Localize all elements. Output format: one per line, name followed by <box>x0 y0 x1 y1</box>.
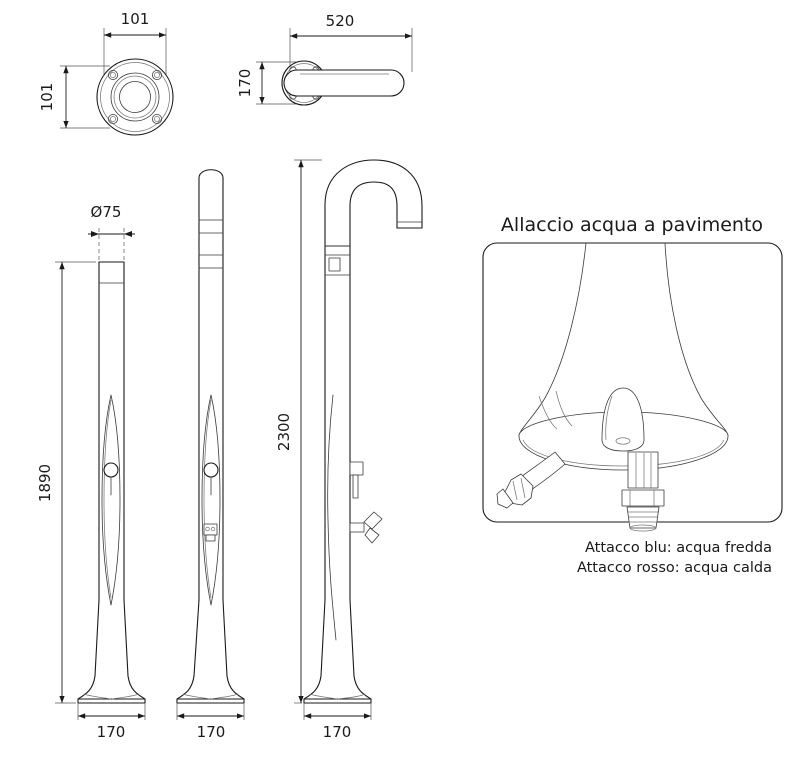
shower-arm-top-view <box>256 28 413 106</box>
inset-caption-hot: Attacco rosso: acqua calda <box>577 560 772 576</box>
dim-base-middle: 170 <box>197 723 226 741</box>
dim-arm-length: 520 <box>326 12 355 30</box>
inset-caption-cold: Attacco blu: acqua fredda <box>585 540 772 556</box>
dim-column-diameter: Ø75 <box>91 203 122 221</box>
dim-flange-height: 101 <box>38 83 56 112</box>
dim-arm-width: 170 <box>236 69 254 98</box>
dim-base-right: 170 <box>323 723 352 741</box>
dim-height-1890: 1890 <box>36 464 54 502</box>
flange-top-view <box>60 28 174 136</box>
front-elevation-middle <box>176 169 245 720</box>
floor-connection-inset <box>482 242 783 532</box>
side-elevation-right <box>294 159 423 720</box>
dim-flange-width: 101 <box>121 10 150 28</box>
inset-title: Allaccio acqua a pavimento <box>501 214 763 236</box>
dim-height-2300: 2300 <box>275 413 293 451</box>
front-elevation-left <box>55 228 146 720</box>
dim-base-left: 170 <box>97 723 126 741</box>
